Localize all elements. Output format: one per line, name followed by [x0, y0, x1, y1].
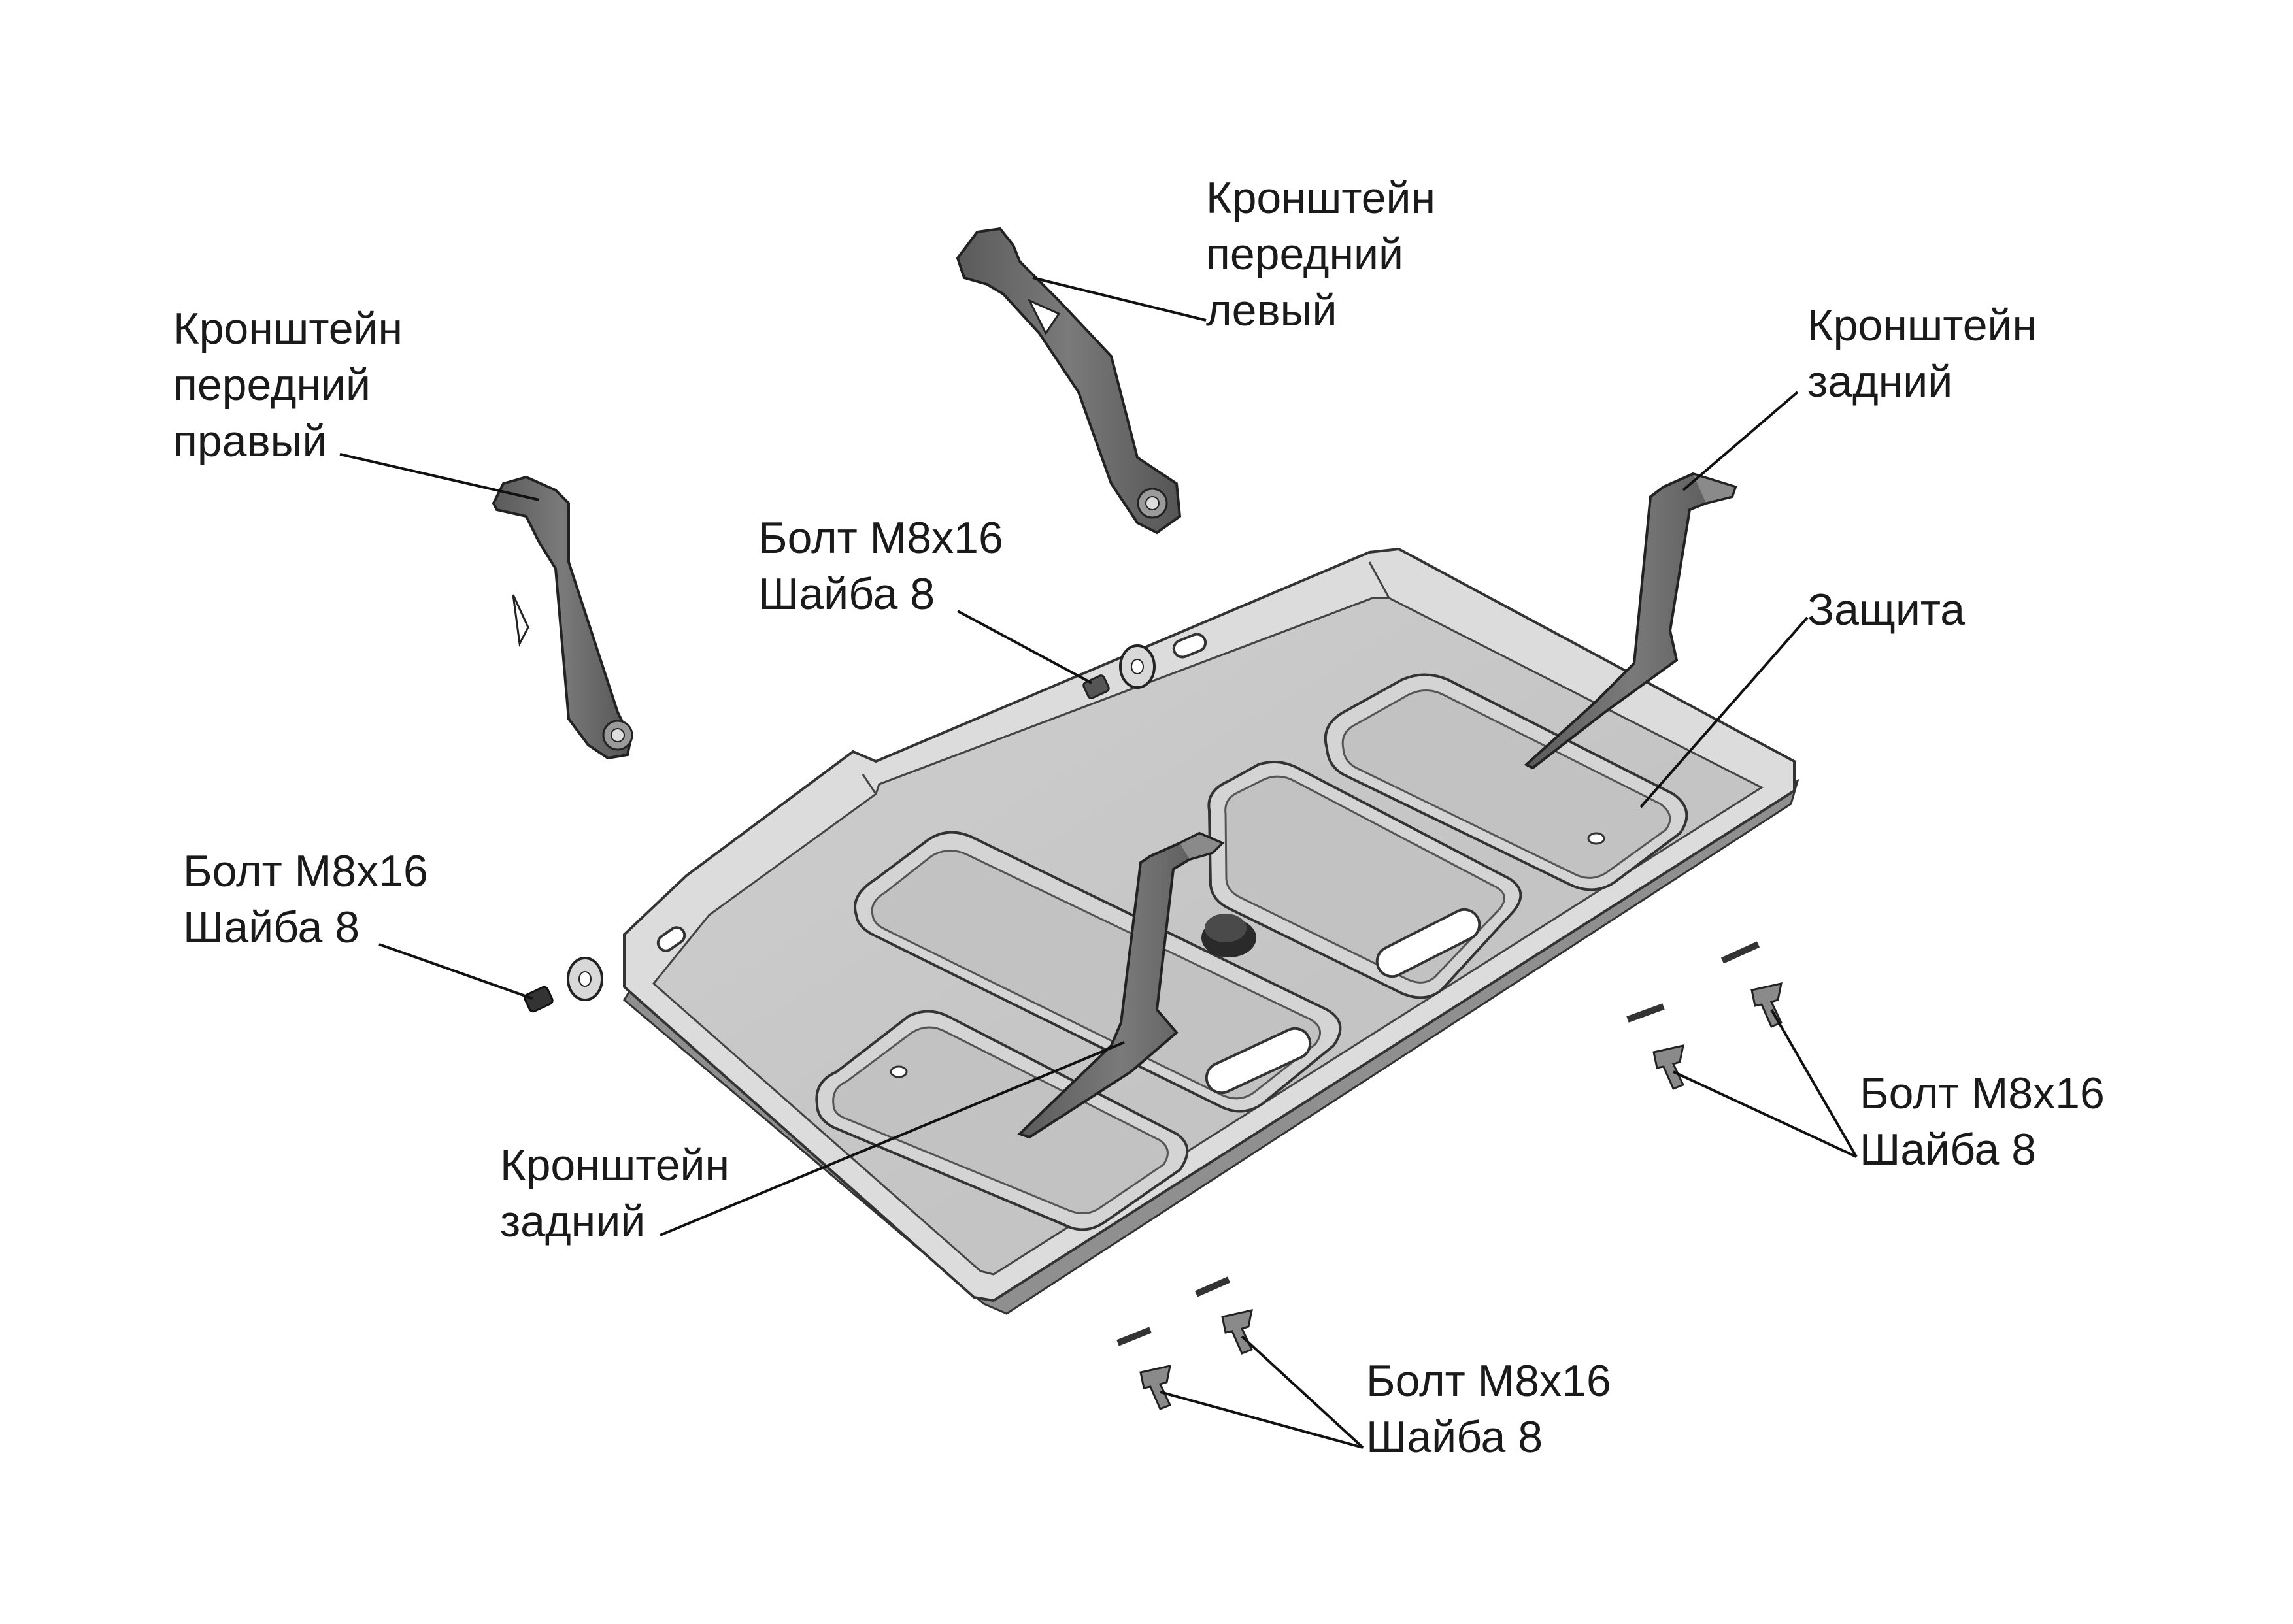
leader-guard — [1639, 616, 1809, 808]
label-line: передний — [1206, 229, 1403, 279]
leader-bolt-left — [378, 943, 533, 1000]
leader-lines — [339, 276, 1858, 1449]
plate-window — [815, 1010, 1189, 1231]
plate-window — [854, 831, 1342, 1113]
nut-icon — [1137, 488, 1168, 519]
skid-plate — [623, 547, 1799, 1315]
plate-window — [1324, 673, 1688, 891]
drain-plug — [1201, 914, 1256, 957]
label-line: Болт М8х16 — [1860, 1069, 2105, 1118]
label-line: Шайба 8 — [1860, 1125, 2037, 1174]
washer-icon — [567, 957, 603, 1001]
leader-front-right-bracket — [339, 453, 540, 501]
label-guard: Защита — [1807, 582, 1965, 638]
label-line: Защита — [1807, 585, 1966, 635]
leader-bolt-right-a — [1673, 1070, 1857, 1158]
label-front-left-bracket: Кронштейн передний левый — [1206, 170, 1435, 339]
label-line: Шайба 8 — [1366, 1412, 1543, 1462]
leader-bolt-right-b — [1770, 1008, 1858, 1158]
washer-icon — [1116, 1327, 1152, 1346]
label-line: задний — [500, 1197, 646, 1246]
rear-bracket-center — [1017, 831, 1225, 1139]
plate-fold-line — [862, 561, 1390, 795]
washer-icon — [1720, 941, 1760, 964]
leader-bolt-bottom-b — [1241, 1335, 1364, 1449]
bolt-icon — [1652, 1044, 1685, 1090]
rim-slot — [1172, 633, 1207, 659]
label-bolt-bottom: Болт М8х16 Шайба 8 — [1366, 1353, 1611, 1465]
label-line: Шайба 8 — [183, 903, 360, 952]
label-bolt-left: Болт М8х16 Шайба 8 — [183, 843, 428, 955]
label-line: Болт М8х16 — [1366, 1356, 1611, 1406]
label-line: передний — [173, 360, 371, 410]
label-line: правый — [173, 416, 327, 466]
label-bolt-right: Болт М8х16 Шайба 8 — [1860, 1065, 2105, 1178]
leader-front-left-bracket — [1032, 276, 1207, 322]
label-rear-bracket-center: Кронштейн задний — [500, 1137, 729, 1250]
label-line: Болт М8х16 — [758, 513, 1003, 563]
washer-icon — [1119, 644, 1156, 689]
washer-icon — [1194, 1276, 1231, 1297]
label-line: Кронштейн — [1206, 173, 1436, 223]
leader-rear-bracket-center — [660, 1041, 1125, 1236]
bolt-icon — [1139, 1365, 1172, 1410]
nut-icon — [602, 720, 633, 751]
washer-icon — [1626, 1003, 1665, 1023]
rim-slot — [656, 926, 686, 952]
label-line: Шайба 8 — [758, 569, 935, 619]
label-bolt-top: Болт М8х16 Шайба 8 — [758, 510, 1003, 622]
front-right-bracket — [492, 475, 633, 760]
rear-bracket-right — [1524, 472, 1737, 770]
label-front-right-bracket: Кронштейн передний правый — [173, 301, 403, 469]
label-line: задний — [1807, 357, 1953, 406]
plate-window — [1207, 761, 1522, 999]
label-line: Кронштейн — [1807, 301, 2037, 350]
label-line: Болт М8х16 — [183, 846, 428, 896]
label-line: левый — [1206, 286, 1337, 335]
label-rear-bracket-right: Кронштейн задний — [1807, 297, 2037, 410]
bolt-icon — [524, 986, 554, 1013]
label-line: Кронштейн — [500, 1140, 730, 1190]
bolt-icon — [1221, 1309, 1254, 1355]
front-left-bracket — [956, 227, 1182, 535]
leader-rear-bracket-right — [1682, 391, 1799, 491]
leader-bolt-bottom-a — [1160, 1391, 1364, 1449]
leader-bolt-top — [957, 610, 1092, 684]
label-line: Кронштейн — [173, 304, 403, 354]
